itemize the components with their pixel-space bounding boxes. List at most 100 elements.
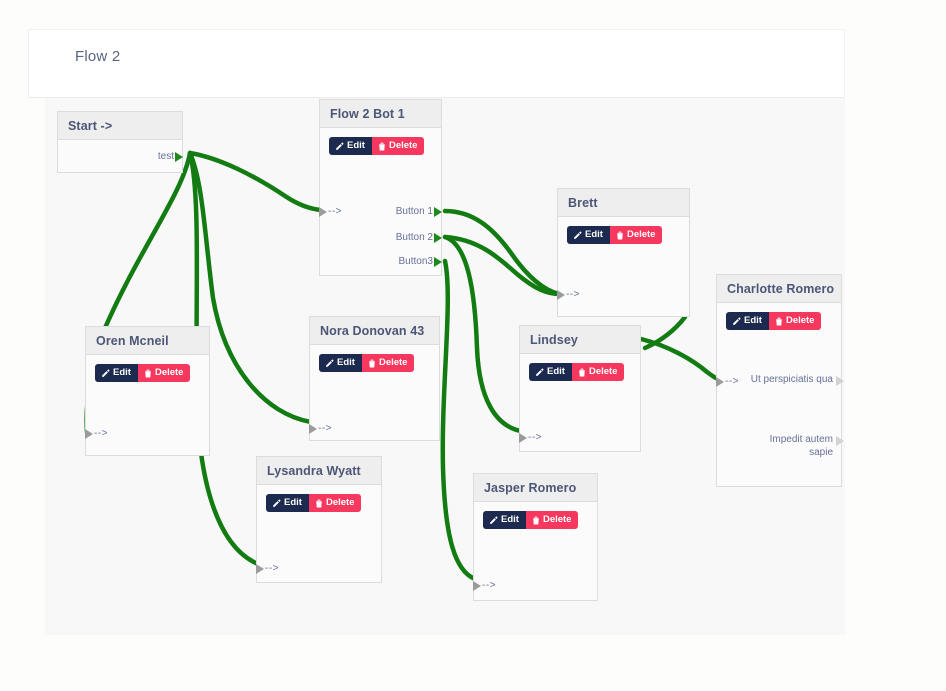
port-in-charlotte-romero-label: --> [725,376,739,387]
delete-button-label: Delete [626,229,656,241]
node-charlotte-romero-title: Charlotte Romero [717,275,841,303]
port-in-marker-icon [557,290,565,300]
port-in-marker-icon [85,429,93,439]
delete-button-label: Delete [388,140,418,152]
delete-button-label: Delete [542,514,572,526]
node-lindsey[interactable]: Lindsey Edit Delete [519,325,641,452]
port-in-flow2bot1[interactable]: --> [319,206,342,217]
trash-icon [316,499,322,507]
port-out-button-3[interactable]: Button3 [399,256,442,267]
node-flow2bot1[interactable]: Flow 2 Bot 1 Edit Delete [319,99,442,276]
delete-button[interactable]: Delete [609,226,663,244]
delete-button-label: Delete [588,366,618,378]
edge-start-flow2bot1 [187,150,324,213]
port-out-marker-icon [434,257,442,267]
trash-icon [617,231,623,239]
node-start-title: Start -> [58,112,182,140]
edit-button[interactable]: Edit [319,354,362,372]
port-in-oren-mcneil[interactable]: --> [85,428,108,439]
port-in-nora-donovan[interactable]: --> [309,423,332,434]
port-out-start-test-label: test [157,151,174,162]
delete-button[interactable]: Delete [137,364,191,382]
edit-button[interactable]: Edit [95,364,138,382]
node-charlotte-romero-body: Edit Delete --> Ut perspiciatis qua [716,303,844,486]
node-charlotte-romero[interactable]: Charlotte Romero Edit Delete [716,274,844,487]
edit-button[interactable]: Edit [483,511,526,529]
delete-button[interactable]: Delete [371,137,425,155]
delete-button-label: Delete [325,497,355,509]
pencil-square-icon [102,369,110,377]
flow-header-card: Flow 2 [28,29,845,98]
trash-icon [533,516,539,524]
edit-button-label: Edit [337,357,355,369]
node-actions: Edit Delete [726,312,822,330]
port-out-button-1-label: Button 1 [395,206,433,217]
edit-button[interactable]: Edit [329,137,372,155]
delete-button[interactable]: Delete [361,354,415,372]
port-in-lysandra-wyatt[interactable]: --> [256,563,279,574]
port-in-lindsey[interactable]: --> [519,432,542,443]
node-actions: Edit Delete [329,137,425,155]
port-out-button-1[interactable]: Button 1 [395,206,442,217]
port-out-start-test[interactable]: test [157,151,183,162]
node-brett-body: Edit Delete --> [557,217,689,316]
delete-button[interactable]: Delete [768,312,822,330]
edge-button3-jasper [440,258,478,582]
node-actions: Edit Delete [319,354,415,372]
pencil-square-icon [490,516,498,524]
node-actions: Edit Delete [95,364,191,382]
node-actions: Edit Delete [529,363,625,381]
node-actions: Edit Delete [483,511,579,529]
port-in-marker-icon [716,377,724,387]
node-jasper-romero[interactable]: Jasper Romero Edit Delete [473,473,598,601]
port-out-charlotte-1[interactable]: Ut perspiciatis qua [743,373,844,386]
port-in-marker-icon [319,207,327,217]
node-brett-title: Brett [558,189,689,217]
port-in-marker-icon [473,581,481,591]
port-in-flow2bot1-label: --> [328,206,342,217]
port-in-nora-donovan-label: --> [318,423,332,434]
node-nora-donovan-title: Nora Donovan 43 [310,317,439,345]
port-in-brett[interactable]: --> [557,289,580,300]
port-in-jasper-romero[interactable]: --> [473,580,496,591]
port-out-charlotte-2[interactable]: Impedit autem sapie [743,433,844,459]
edit-button[interactable]: Edit [266,494,309,512]
node-oren-mcneil-title: Oren Mcneil [86,327,209,355]
page-title: Flow 2 [75,48,121,65]
delete-button-label: Delete [785,315,815,327]
node-start[interactable]: Start -> test [57,111,183,173]
port-in-jasper-romero-label: --> [482,580,496,591]
trash-icon [369,359,375,367]
port-out-charlotte-2-label: Impedit autem sapie [769,434,833,458]
port-in-lysandra-wyatt-label: --> [265,563,279,574]
delete-button[interactable]: Delete [308,494,362,512]
edit-button[interactable]: Edit [529,363,572,381]
port-in-marker-icon [256,564,264,574]
edit-button[interactable]: Edit [567,226,610,244]
trash-icon [579,368,585,376]
node-brett[interactable]: Brett Edit Delete [557,188,690,317]
node-lindsey-title: Lindsey [520,326,640,354]
edit-button-label: Edit [547,366,565,378]
node-jasper-romero-body: Edit Delete --> [473,502,597,600]
trash-icon [776,317,782,325]
edge-lindsey-charlotte [638,336,721,382]
delete-button[interactable]: Delete [571,363,625,381]
node-oren-mcneil[interactable]: Oren Mcneil Edit Delete [85,326,210,456]
node-oren-mcneil-body: Edit Delete --> [85,355,209,455]
delete-button[interactable]: Delete [525,511,579,529]
node-nora-donovan[interactable]: Nora Donovan 43 Edit Delete [309,316,440,441]
node-nora-donovan-body: Edit Delete --> [309,345,439,440]
port-out-marker-icon [434,233,442,243]
node-lysandra-wyatt-body: Edit Delete --> [256,485,381,582]
port-out-marker-icon [434,207,442,217]
port-out-button-2[interactable]: Button 2 [396,232,442,243]
node-lindsey-body: Edit Delete --> [519,354,640,451]
edit-button[interactable]: Edit [726,312,769,330]
node-lysandra-wyatt[interactable]: Lysandra Wyatt Edit Delete [256,456,382,583]
port-in-charlotte-romero[interactable]: --> [716,376,739,387]
flow-canvas[interactable]: Start -> test Flow 2 Bot 1 Edit [45,98,845,635]
edit-button-label: Edit [284,497,302,509]
edit-button-label: Edit [347,140,365,152]
